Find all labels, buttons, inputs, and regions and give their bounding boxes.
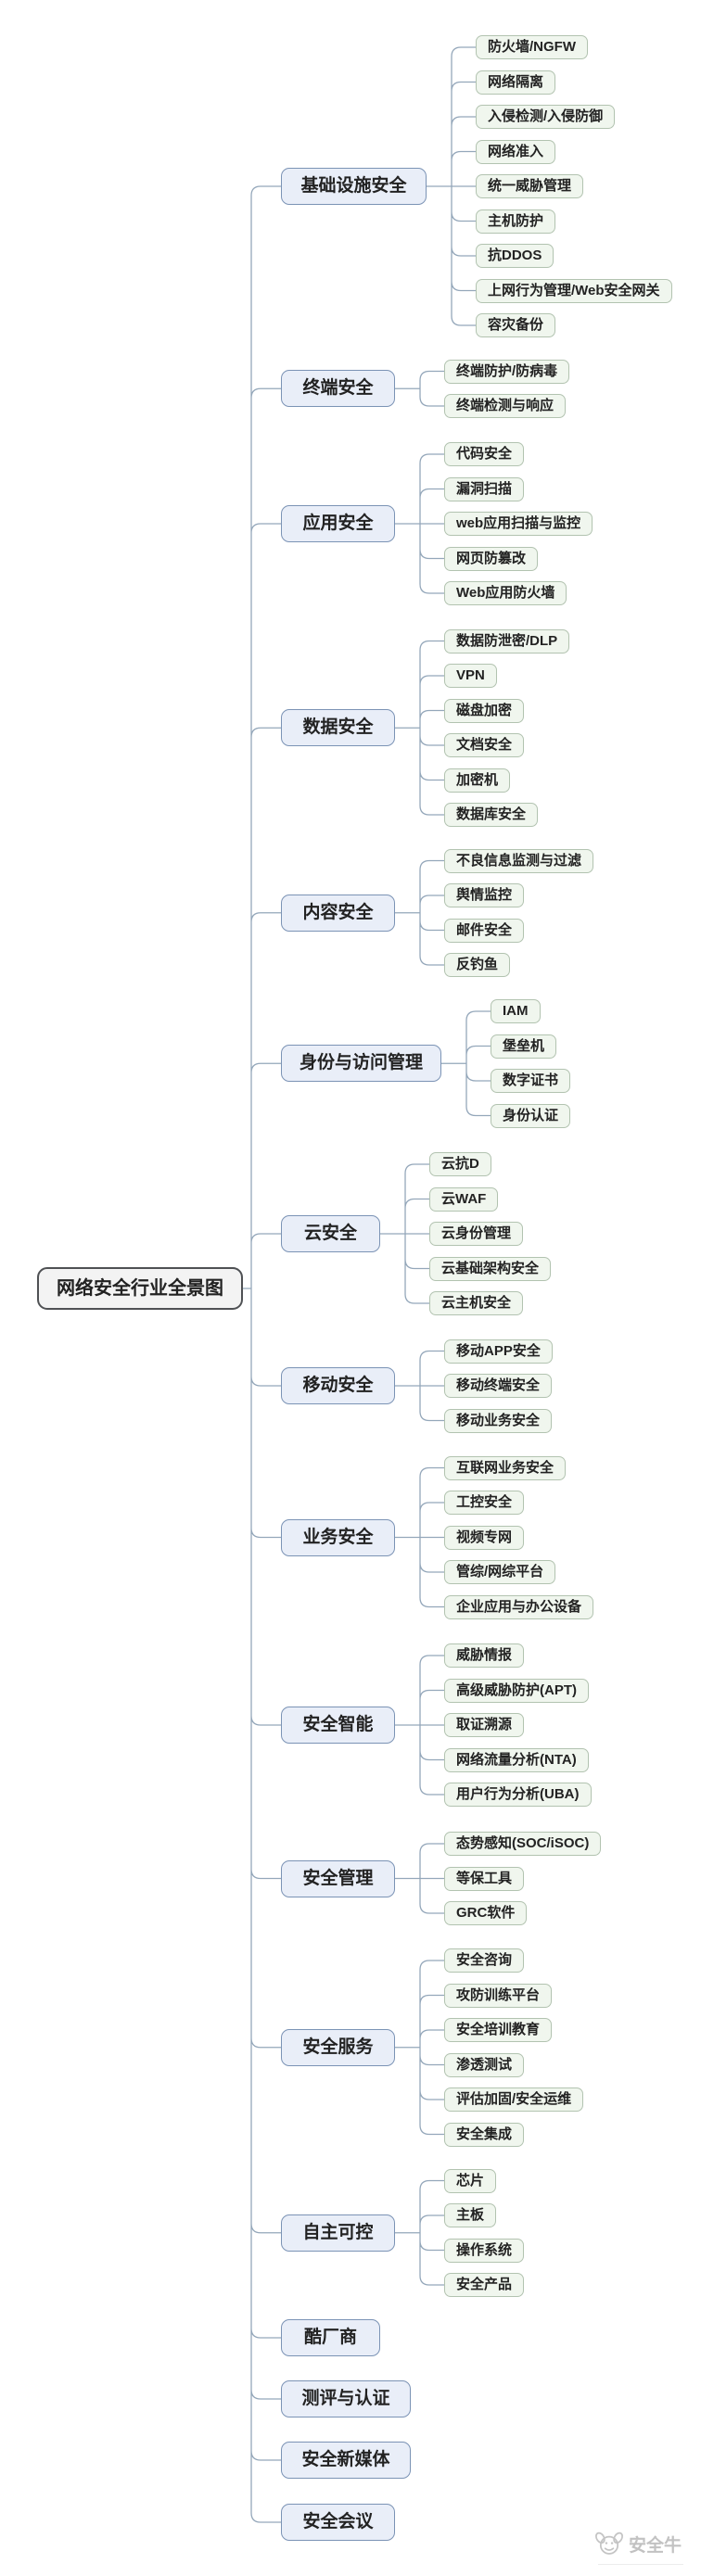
leaf-node: 网络流量分析(NTA) xyxy=(444,1747,589,1772)
branch-node: 业务安全 xyxy=(281,1518,395,1556)
branch-node: 安全服务 xyxy=(281,2028,395,2066)
leaf-node: 等保工具 xyxy=(444,1866,525,1891)
leaf-node: 云主机安全 xyxy=(429,1291,524,1315)
leaf-node: 互联网业务安全 xyxy=(444,1455,567,1480)
leaf-node: 安全培训教育 xyxy=(444,2018,553,2042)
leaf-node: 堡垒机 xyxy=(491,1034,557,1059)
branch-node: 安全新媒体 xyxy=(281,2442,411,2479)
leaf-node: 反钓鱼 xyxy=(444,953,511,977)
branch-node: 云安全 xyxy=(281,1215,380,1252)
leaf-node: 渗透测试 xyxy=(444,2052,525,2077)
leaf-node: 主机防护 xyxy=(476,209,556,234)
watermark: 安全牛 xyxy=(594,2531,682,2557)
root-node: 网络安全行业全景图 xyxy=(37,1267,243,1310)
leaf-node: 高级威胁防护(APT) xyxy=(444,1678,589,1703)
leaf-node: 加密机 xyxy=(444,768,511,793)
branch-node: 应用安全 xyxy=(281,505,395,542)
branch-node: 自主可控 xyxy=(281,2214,395,2252)
branch-node: 数据安全 xyxy=(281,709,395,747)
branch-node: 身份与访问管理 xyxy=(281,1045,441,1083)
branch-node: 移动安全 xyxy=(281,1367,395,1404)
leaf-node: 防火墙/NGFW xyxy=(476,35,588,59)
leaf-node: 身份认证 xyxy=(491,1103,571,1128)
leaf-node: 云抗D xyxy=(429,1152,491,1176)
leaf-node: 统一威胁管理 xyxy=(476,174,584,198)
cow-logo-icon xyxy=(595,2532,623,2555)
leaf-node: 数据防泄密/DLP xyxy=(444,628,570,654)
leaf-node: 主板 xyxy=(444,2203,497,2227)
leaf-node: 企业应用与办公设备 xyxy=(444,1594,594,1619)
leaf-node: 代码安全 xyxy=(444,442,525,466)
leaf-node: 移动终端安全 xyxy=(444,1374,553,1398)
leaf-node: Web应用防火墙 xyxy=(444,581,567,605)
leaf-node: 用户行为分析(UBA) xyxy=(444,1783,592,1807)
leaf-node: 视频专网 xyxy=(444,1525,525,1550)
leaf-node: 云身份管理 xyxy=(429,1222,524,1246)
leaf-node: 评估加固/安全运维 xyxy=(444,2087,584,2112)
leaf-node: GRC软件 xyxy=(444,1901,528,1925)
branch-node: 内容安全 xyxy=(281,894,395,932)
leaf-node: 数据库安全 xyxy=(444,803,539,827)
leaf-node: VPN xyxy=(444,664,497,688)
branch-node: 安全会议 xyxy=(281,2504,395,2541)
leaf-node: 抗DDOS xyxy=(476,244,554,268)
leaf-node: 云WAF xyxy=(429,1186,499,1212)
leaf-node: 上网行为管理/Web安全网关 xyxy=(476,278,672,303)
branch-node: 安全管理 xyxy=(281,1859,395,1897)
leaf-node: 安全产品 xyxy=(444,2273,525,2297)
leaf-node: 终端检测与响应 xyxy=(444,394,567,418)
branch-node: 基础设施安全 xyxy=(281,168,427,205)
leaf-node: 取证溯源 xyxy=(444,1713,525,1737)
leaf-node: 邮件安全 xyxy=(444,918,525,943)
leaf-node: 移动APP安全 xyxy=(444,1339,553,1364)
leaf-node: 移动业务安全 xyxy=(444,1408,553,1433)
leaf-node: 云基础架构安全 xyxy=(429,1256,552,1281)
branch-node: 安全智能 xyxy=(281,1707,395,1744)
leaf-node: 容灾备份 xyxy=(476,313,556,337)
leaf-node: 态势感知(SOC/iSOC) xyxy=(444,1832,602,1856)
branch-node: 酷厂商 xyxy=(281,2319,380,2356)
branch-node: 测评与认证 xyxy=(281,2380,411,2417)
leaf-node: 管综/网综平台 xyxy=(444,1560,556,1584)
leaf-node: 网络隔离 xyxy=(476,70,556,95)
watermark-underline xyxy=(598,2564,683,2565)
leaf-node: 网页防篡改 xyxy=(444,546,539,571)
leaf-node: 网络准入 xyxy=(476,139,556,164)
leaf-node: 威胁情报 xyxy=(444,1643,525,1668)
leaf-node: 芯片 xyxy=(444,2168,497,2193)
leaf-node: 数字证书 xyxy=(491,1069,571,1093)
leaf-node: 终端防护/防病毒 xyxy=(444,359,570,384)
leaf-node: web应用扫描与监控 xyxy=(444,512,593,536)
leaf-node: 舆情监控 xyxy=(444,883,525,907)
leaf-node: 攻防训练平台 xyxy=(444,1983,553,2008)
leaf-node: 文档安全 xyxy=(444,733,525,757)
leaf-node: 入侵检测/入侵防御 xyxy=(476,105,616,129)
leaf-node: 磁盘加密 xyxy=(444,698,525,723)
leaf-node: IAM xyxy=(491,999,541,1023)
leaf-node: 漏洞扫描 xyxy=(444,476,525,501)
branch-node: 终端安全 xyxy=(281,370,395,408)
leaf-node: 不良信息监测与过滤 xyxy=(444,848,594,873)
leaf-node: 工控安全 xyxy=(444,1491,525,1515)
watermark-text: 安全牛 xyxy=(629,2535,682,2556)
leaf-node: 安全咨询 xyxy=(444,1948,525,1973)
leaf-node: 安全集成 xyxy=(444,2122,525,2147)
leaf-node: 操作系统 xyxy=(444,2238,525,2263)
